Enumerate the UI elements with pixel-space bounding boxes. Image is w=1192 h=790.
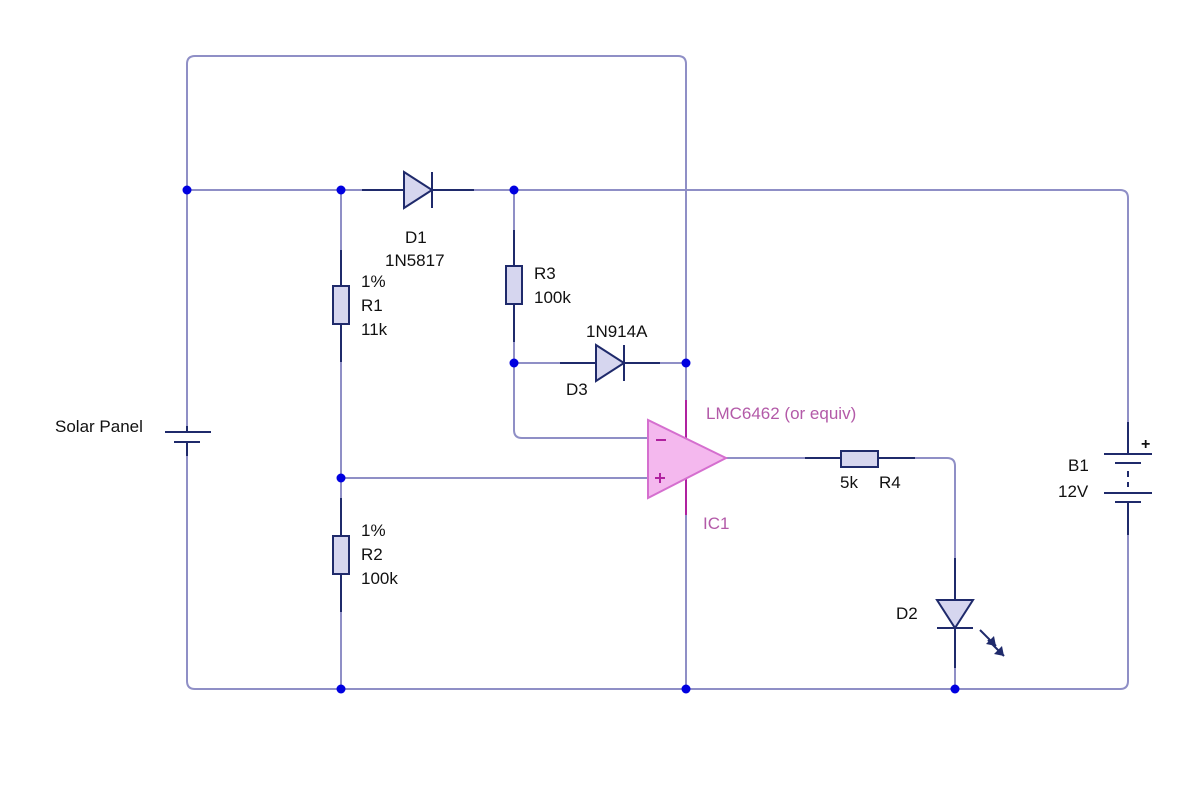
diode-d1 [362,170,474,210]
resistor-r4 [805,450,915,468]
diode-d3 [560,343,660,383]
ic1-value: LMC6462 (or equiv) [706,404,856,423]
r4-ref: R4 [879,473,901,492]
opamp-ic1 [647,400,729,515]
r3-ref: R3 [534,264,556,283]
b1-plus-sign: + [1141,436,1150,453]
wire-bottom-rail [186,455,1129,690]
resistor-r2 [332,498,350,612]
battery-b1 [1104,422,1152,535]
d3-value: 1N914A [586,322,648,341]
wire-top-loop [186,55,687,364]
resistor-r3 [505,230,523,342]
r4-value: 5k [840,473,858,492]
junction-dot [681,684,691,694]
r2-tolerance: 1% [361,521,386,540]
junction-dot [509,358,519,368]
d1-ref: D1 [405,228,427,247]
junction-dot [336,185,346,195]
r3-value: 100k [534,288,571,307]
b1-value: 12V [1058,482,1089,501]
wire-top-right [513,189,1129,423]
junction-dot [336,684,346,694]
b1-ref: B1 [1068,456,1089,475]
r1-tolerance: 1% [361,272,386,291]
junction-dot [182,185,192,195]
solar-panel [165,426,211,456]
junction-dot [681,358,691,368]
wires [186,55,1129,690]
wire-r4-led [914,457,956,559]
junction-dot [950,684,960,694]
r1-ref: R1 [361,296,383,315]
junction-dot [336,473,346,483]
r2-ref: R2 [361,545,383,564]
d3-ref: D3 [566,380,588,399]
junction-dot [509,185,519,195]
r2-value: 100k [361,569,398,588]
ic1-ref: IC1 [703,514,729,533]
junctions [182,185,960,694]
labels: Solar Panel D1 1N5817 1% R1 11k 1% R2 10… [55,228,1150,623]
led-d2 [935,558,1005,668]
resistor-r1 [332,250,350,362]
d2-ref: D2 [896,604,918,623]
r1-value: 11k [361,320,388,339]
wire-inv-input [513,341,649,439]
solar-panel-label: Solar Panel [55,417,143,436]
light-emission-arrows-icon [979,629,1005,657]
d1-value: 1N5817 [385,251,445,270]
